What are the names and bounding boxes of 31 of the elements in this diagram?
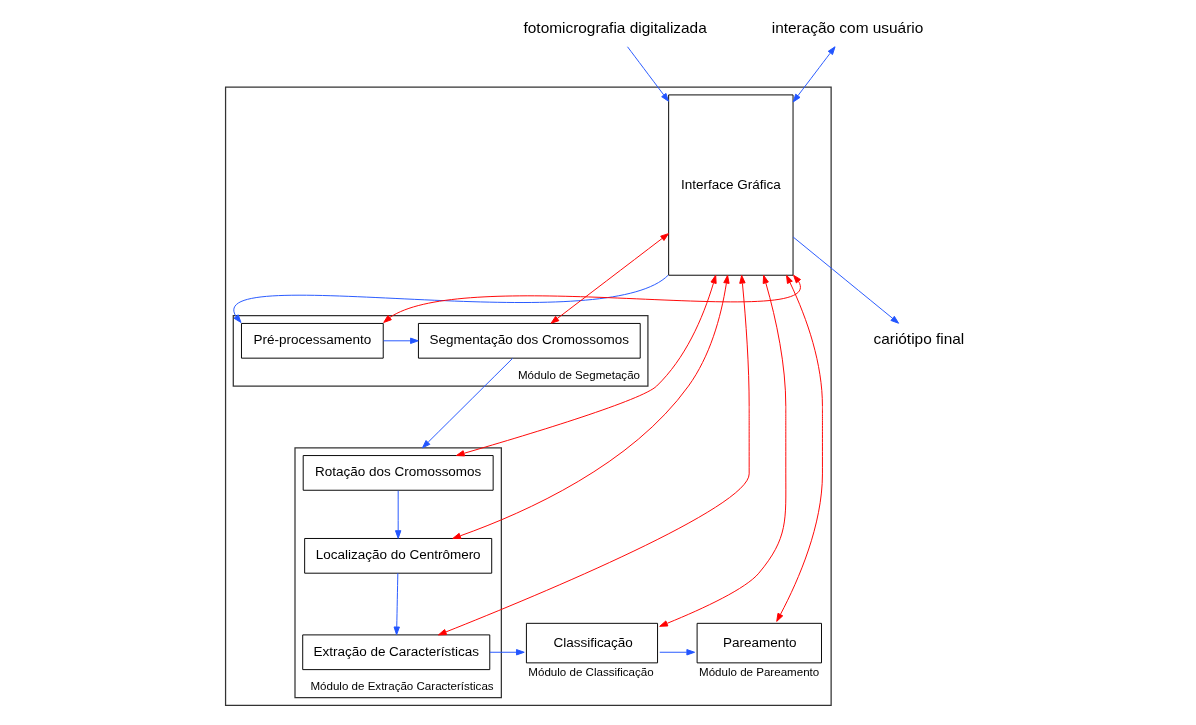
arrow [775, 274, 823, 622]
arrow [550, 233, 669, 324]
node-label: Módulo de Classificação [527, 665, 654, 678]
arrow [792, 236, 899, 324]
arrow [658, 649, 695, 656]
arrow [382, 274, 801, 323]
arrow [488, 649, 525, 656]
arrow [437, 274, 750, 636]
node-box: Pareamento [696, 622, 822, 664]
arrow [455, 274, 717, 457]
arrow [233, 274, 669, 323]
arrow [382, 337, 419, 344]
node-box: Classificação [525, 622, 658, 664]
arrow [658, 274, 786, 627]
node-box: Rotação dos Cromossomos [302, 455, 494, 491]
cluster [224, 86, 832, 706]
node-text: cariótipo final [872, 330, 964, 348]
arrow [393, 572, 400, 636]
node-label: Módulo de Pareamento [698, 665, 819, 678]
arrow [394, 490, 401, 539]
arrow [626, 46, 669, 102]
arrow [792, 46, 835, 103]
node-box: Localização do Centrômero [303, 538, 492, 574]
node-text: fotomicrografia digitalizada [523, 19, 707, 37]
arrow [451, 274, 730, 539]
arrow [421, 357, 513, 449]
node-box: Interface Gráfica [667, 94, 793, 276]
node-box: Extração de Características [301, 634, 490, 671]
node-box: Pré-processamento [240, 322, 384, 359]
node-box: Segmentação dos Cromossomos [417, 322, 641, 359]
node-text: interação com usuário [771, 19, 923, 37]
